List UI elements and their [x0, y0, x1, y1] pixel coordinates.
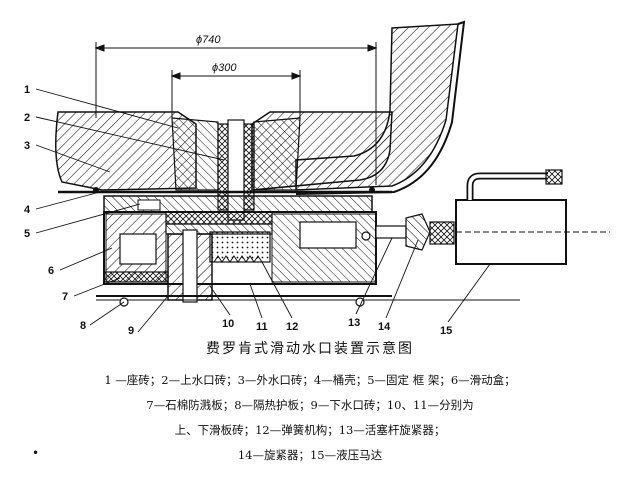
lower-nozzle-bore: [182, 229, 198, 303]
bullet-mark: •: [32, 446, 40, 460]
pipe-fitting: [545, 169, 563, 185]
asbestos-splash-plate: [103, 271, 169, 283]
callout-5: 5: [24, 228, 30, 240]
callout-12: 12: [286, 321, 298, 333]
ladle-shell: [295, 20, 466, 195]
callout-6: 6: [48, 265, 54, 277]
weld-right: [369, 187, 375, 193]
callout-2: 2: [24, 112, 30, 124]
seat-brick-right: [253, 117, 301, 191]
piston-pin: [361, 231, 371, 241]
callout-14: 14: [378, 321, 391, 333]
callout-9: 9: [128, 325, 134, 337]
callout-7: 7: [62, 291, 68, 303]
callout-11: 11: [256, 321, 268, 333]
sliding-box-inner: [119, 233, 157, 265]
tightener-coupling: [429, 221, 455, 245]
piston-tightener: [405, 213, 431, 251]
fixed-frame-lug: [137, 199, 161, 211]
seat-brick: [171, 117, 219, 191]
sliding-nozzle-diagram: ϕ740 ϕ300: [24, 20, 610, 337]
hydraulic-pipe: [466, 172, 548, 200]
legend-line-2: 7—石棉防溅板；8—隔热护板；9—下水口砖；10、11—分别为: [146, 398, 474, 412]
legend-line-3: 上、下滑板砖；12—弹簧机构；13—活塞杆旋紧器；: [174, 423, 446, 437]
figure-title: 费罗肯式滑动水口装置示意图: [206, 341, 414, 357]
callout-10: 10: [222, 318, 234, 330]
callout-8: 8: [80, 320, 86, 332]
weld-left: [93, 187, 99, 193]
spring-mechanism: [213, 255, 263, 263]
callout-4: 4: [24, 204, 31, 216]
upper-slide-plate: [165, 211, 273, 225]
callout-1: 1: [24, 84, 30, 96]
lower-slide-plate: [165, 223, 273, 235]
callout-3: 3: [24, 140, 30, 152]
callout-13: 13: [348, 317, 360, 329]
callout-15: 15: [440, 325, 452, 337]
legend-line-1: 1 —座砖；2—上水口砖；3—外水口砖；4—桶壳；5—固定 框 架；6—滑动盒；: [104, 373, 516, 387]
dimension-inner: [170, 70, 302, 120]
piston-rod: [375, 225, 407, 239]
spring-chamber: [209, 231, 271, 263]
callout-labels: 1 2 3 4 5 6 7 8 9 10 11 12 13 14 15: [24, 84, 452, 337]
leader-lines: [35, 88, 491, 333]
legend-line-4: 14—旋紧器；15—液压马达: [237, 448, 383, 462]
dimension-inner-label: ϕ300: [212, 62, 237, 74]
dimension-outer-label: ϕ740: [196, 34, 221, 46]
hydraulic-pipe-inner: [468, 174, 548, 200]
piston-housing: [299, 221, 357, 249]
